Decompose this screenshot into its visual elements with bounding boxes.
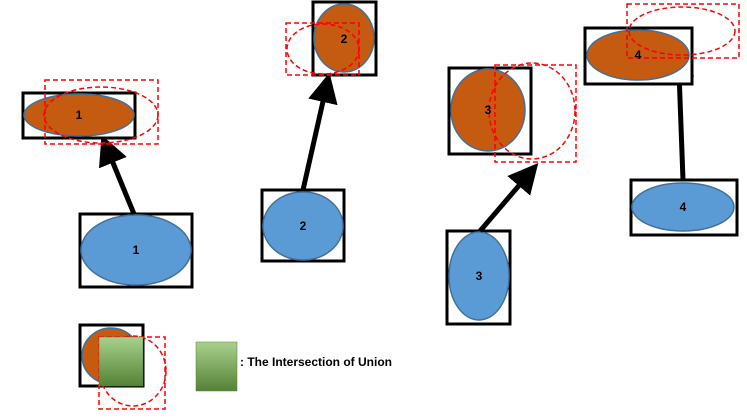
arrow-3 (478, 163, 539, 233)
legend-text: : The Intersection of Union (240, 355, 392, 369)
pred-label-4: 4 (635, 48, 642, 62)
arrow-1 (99, 134, 137, 215)
pred-label-3: 3 (485, 103, 492, 117)
gt-label-2: 2 (300, 219, 307, 233)
pred-label-1: 1 (76, 108, 83, 122)
pred-ellipse-1 (23, 93, 135, 137)
dashed-ellipse-3 (488, 62, 576, 160)
legend-example (78, 323, 167, 410)
gt-label-3: 3 (476, 269, 483, 283)
gt-ellipse-4 (631, 182, 735, 232)
gt-label-1: 1 (133, 243, 140, 257)
gt-ellipse-3 (448, 231, 510, 321)
legend-swatch (195, 341, 238, 392)
group-3: 3 3 (445, 62, 577, 326)
arrow-4 (664, 47, 695, 181)
gt-label-4: 4 (680, 200, 687, 214)
pred-ellipse-3 (450, 68, 526, 152)
pred-label-2: 2 (341, 32, 348, 46)
dashed-ellipse-4 (628, 6, 736, 56)
dashed-ellipse-2 (286, 23, 360, 75)
group-2: 2 2 (260, 0, 378, 263)
legend-example-intersection (98, 336, 144, 387)
group-1: 1 1 (21, 79, 194, 289)
pred-ellipse-4 (586, 29, 690, 81)
dashed-box-3 (494, 64, 577, 163)
legend: : The Intersection of Union (195, 341, 392, 392)
group-4: 4 4 (583, 3, 740, 237)
arrow-2 (300, 72, 338, 191)
gt-ellipse-2 (262, 191, 344, 261)
dashed-ellipse-1 (43, 86, 159, 144)
gt-ellipse-1 (80, 214, 192, 286)
dashed-box-4 (626, 3, 740, 59)
